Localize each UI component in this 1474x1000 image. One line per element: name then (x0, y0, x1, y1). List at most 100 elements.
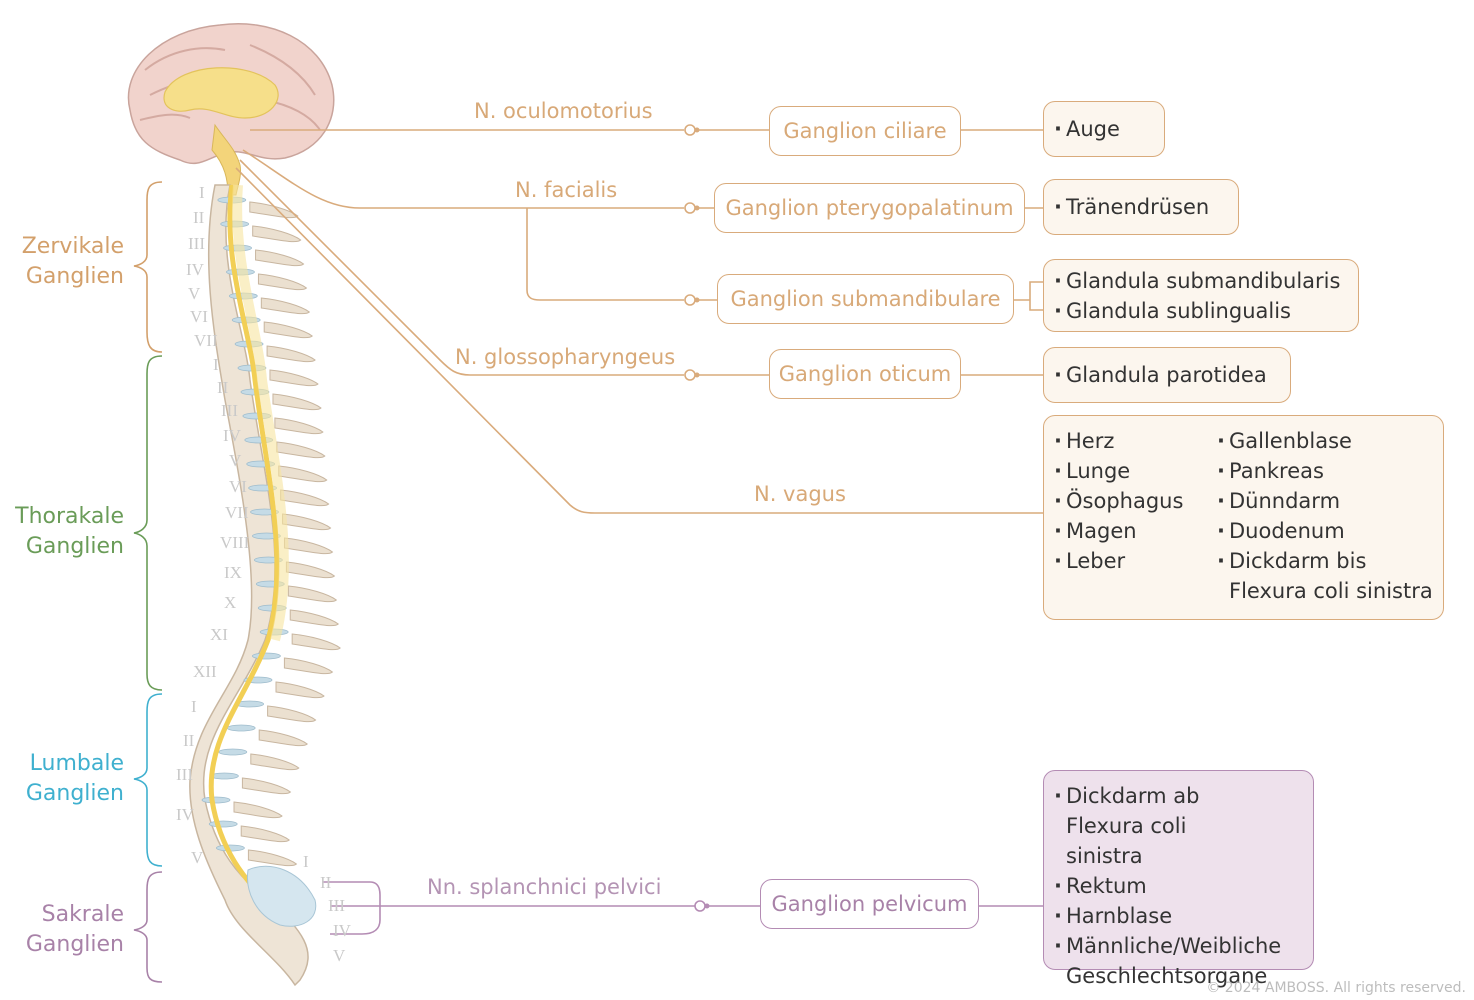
spinous-process (289, 609, 340, 627)
organ-item: Dickdarm bis Flexura coli sinistra (1217, 546, 1437, 606)
region-cervical: Zervikale Ganglien (8, 232, 124, 292)
vertebral-disc (208, 820, 238, 828)
nerve-splanchnici: Nn. splanchnici pelvici (427, 875, 662, 899)
vertebral-disc (209, 772, 239, 780)
organ-item: Magen (1054, 516, 1204, 546)
vertebra-label-sacral-3: III (328, 896, 345, 915)
organ-item: Harnblase (1054, 901, 1303, 931)
vertebra-label-cervical-7: VII (194, 331, 218, 350)
line-splanchnici (322, 881, 695, 935)
vertebral-disc (251, 652, 281, 660)
ganglion-ciliare: Ganglion ciliare (769, 106, 961, 156)
spinous-process (233, 801, 283, 819)
vertebra-label-lumbar-3: III (176, 765, 193, 784)
vertebra-label-cervical-1: I (199, 183, 205, 202)
vertebra-label-lumbar-1: I (191, 697, 197, 716)
ganglion-ciliare-label: Ganglion ciliare (783, 119, 947, 143)
spinous-process (250, 753, 300, 771)
spine-illustration (189, 184, 341, 987)
region-thoracic-line1: Thorakale (15, 504, 124, 529)
organ-item: Glandula submandibularis (1054, 266, 1348, 296)
region-cervical-line2: Ganglien (25, 264, 124, 289)
region-thoracic-line2: Ganglien (25, 534, 124, 559)
spinous-process (266, 345, 316, 363)
spinous-process (285, 561, 336, 579)
spinous-process (276, 441, 326, 459)
line-facialis (242, 149, 684, 209)
spinous-process (252, 225, 302, 243)
vertebra-label-sacral-2: II (320, 873, 332, 892)
spinous-process (249, 201, 299, 219)
spinous-process (283, 657, 334, 675)
bracket-thoracic (133, 355, 163, 691)
spinous-process (257, 273, 308, 291)
ganglion-submandibulare-label: Ganglion submandibulare (730, 287, 1001, 311)
organ-item: Pankreas (1217, 456, 1437, 486)
vertebra-label-thoracic-8: VIII (220, 533, 250, 552)
organ-item: Gallenblase (1217, 426, 1437, 456)
region-sacral-line1: Sakrale (41, 902, 124, 927)
vertebra-label-cervical-6: VI (190, 307, 208, 326)
organ-item: Lunge (1054, 456, 1204, 486)
organ-item: Glandula parotidea (1054, 360, 1280, 390)
organ-item: Glandula sublingualis (1054, 296, 1348, 326)
line-vagus (235, 167, 1044, 514)
organs-ciliare: Auge (1043, 101, 1165, 157)
vertebra-label-thoracic-5: V (229, 451, 242, 470)
spinous-process (255, 249, 305, 267)
ganglion-pelvicum-label: Ganglion pelvicum (771, 892, 968, 916)
organ-item: Dickdarm ab Flexura coli sinistra (1054, 781, 1256, 871)
vertebra-label-cervical-5: V (188, 284, 201, 303)
vertebra-label-thoracic-10: X (224, 593, 237, 612)
organ-item: Leber (1054, 546, 1204, 576)
organs-submandibulare: Glandula submandibularis Glandula sublin… (1043, 259, 1359, 332)
vertebra-label-thoracic-7: VII (225, 503, 249, 522)
spinous-process (282, 513, 332, 531)
nerve-facialis: N. facialis (515, 178, 618, 202)
spinous-process (240, 825, 290, 843)
vertebra-label-thoracic-4: IV (223, 426, 241, 445)
vertebra-label-thoracic-11: XI (210, 625, 228, 644)
organ-item: Männliche/Weibliche Geschlechtsorgane (1054, 931, 1306, 991)
region-lumbar-line2: Ganglien (25, 781, 124, 806)
vertebra-label-thoracic-12: XII (193, 662, 217, 681)
ganglion-pelvicum: Ganglion pelvicum (760, 879, 979, 929)
ganglion-submandibulare: Ganglion submandibulare (717, 274, 1014, 324)
brain-illustration (127, 23, 335, 196)
organ-item: Duodenum (1217, 516, 1437, 546)
ganglion-oticum-label: Ganglion oticum (778, 362, 952, 386)
region-thoracic: Thorakale Ganglien (8, 502, 124, 562)
bracket-lumbar (133, 693, 163, 867)
spinous-process (283, 537, 334, 555)
organs-pterygopalatinum: Tränendrüsen (1043, 179, 1239, 235)
organ-item: Auge (1054, 114, 1154, 144)
organ-item: Ösophagus (1054, 486, 1204, 516)
region-cervical-line1: Zervikale (21, 234, 124, 259)
spinous-process (287, 585, 338, 603)
vertebra-label-cervical-2: II (193, 208, 205, 227)
organ-item: Dünndarm (1217, 486, 1437, 516)
spinous-process (280, 489, 330, 507)
vertebra-label-lumbar-2: II (183, 731, 195, 750)
spinous-process (278, 465, 328, 483)
vertebral-disc (201, 796, 231, 804)
nerve-oculomotorius: N. oculomotorius (474, 99, 653, 123)
region-sacral: Sakrale Ganglien (8, 900, 124, 960)
vertebral-disc (226, 724, 256, 732)
bracket-sacral (133, 871, 163, 983)
copyright: © 2024 AMBOSS. All rights reserved. (1206, 980, 1466, 996)
vertebra-label-sacral-4: IV (333, 921, 351, 940)
line-glossopharyngeus (239, 159, 684, 376)
ganglion-oticum: Ganglion oticum (769, 349, 961, 399)
organs-oticum: Glandula parotidea (1043, 347, 1291, 403)
vertebra-label-thoracic-6: VI (229, 477, 247, 496)
ganglion-pterygopalatinum: Ganglion pterygopalatinum (714, 183, 1025, 233)
vertebra-label-sacral-5: V (333, 946, 346, 965)
organ-item: Tränendrüsen (1054, 192, 1228, 222)
vertebra-label-sacral-1: I (303, 852, 309, 871)
spinous-process (272, 393, 322, 411)
nerve-vagus: N. vagus (754, 482, 846, 506)
spinous-process (263, 321, 313, 339)
region-lumbar: Lumbale Ganglien (8, 749, 124, 809)
